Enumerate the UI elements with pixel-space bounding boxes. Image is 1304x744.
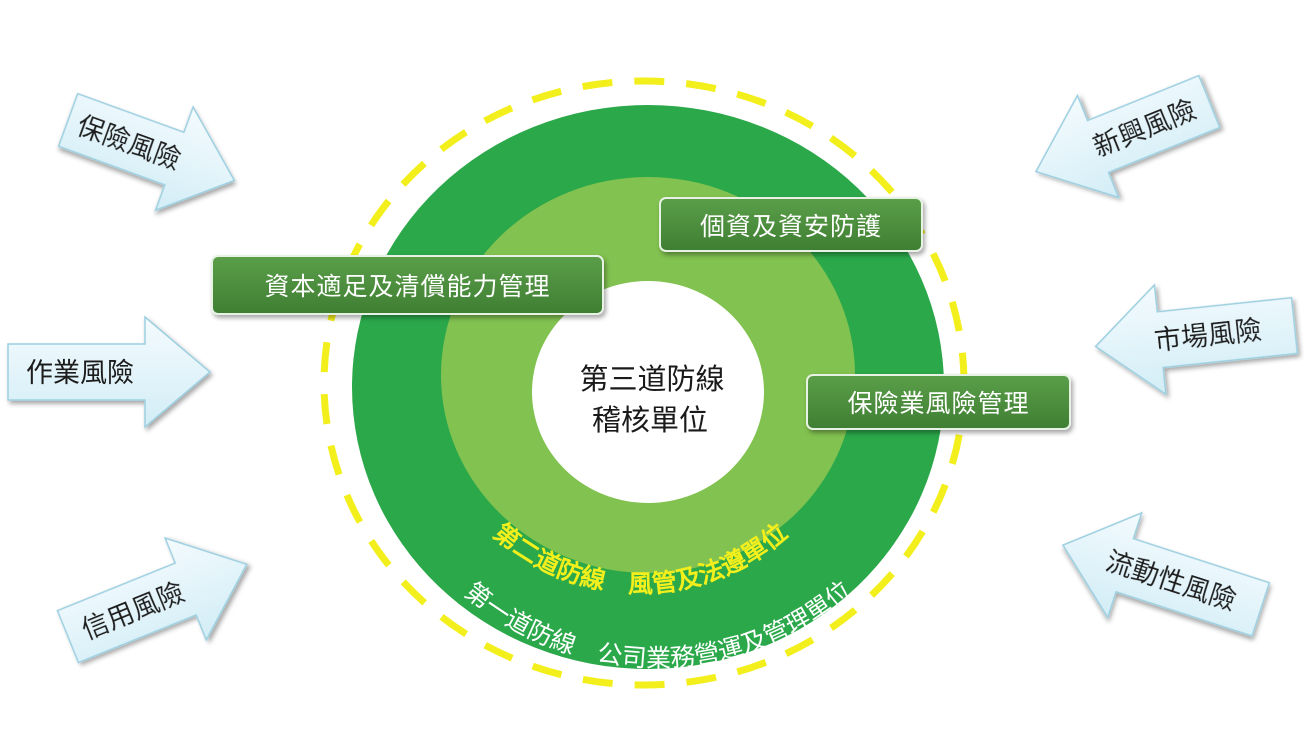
arrow-left-icon bbox=[1034, 74, 1221, 199]
arrow-left-icon bbox=[1061, 511, 1271, 637]
center-title-line1: 第三道防線 bbox=[579, 362, 724, 396]
arrow-left-icon bbox=[1094, 283, 1299, 396]
risk-arrow-insurance: 保險風險 bbox=[57, 92, 236, 212]
arrow-right-icon bbox=[7, 315, 212, 429]
privacy-security-label: 個資及資安防護 bbox=[699, 211, 882, 241]
arrow-right-icon bbox=[57, 92, 236, 212]
risk-arrow-credit: 信用風險 bbox=[56, 536, 248, 664]
risk-arrow-operational: 作業風險 bbox=[7, 315, 212, 429]
privacy-security-box: 個資及資安防護 bbox=[659, 197, 923, 252]
center-title-line2: 稽核單位 bbox=[592, 403, 708, 437]
risk-label-operational: 作業風險 bbox=[26, 358, 134, 389]
risk-arrow-market: 市場風險 bbox=[1094, 283, 1299, 396]
capital-adequacy-label: 資本適足及清償能力管理 bbox=[264, 272, 551, 301]
insurance-risk-mgmt-box: 保險業風險管理 bbox=[806, 374, 1071, 430]
risk-arrow-liquidity: 流動性風險 bbox=[1061, 511, 1271, 637]
third-line-center bbox=[532, 281, 764, 503]
insurance-risk-mgmt-label: 保險業風險管理 bbox=[847, 389, 1030, 418]
risk-arrow-emerging: 新興風險 bbox=[1034, 74, 1221, 199]
arrow-right-icon bbox=[56, 536, 248, 664]
capital-adequacy-box: 資本適足及清償能力管理 bbox=[211, 255, 604, 315]
